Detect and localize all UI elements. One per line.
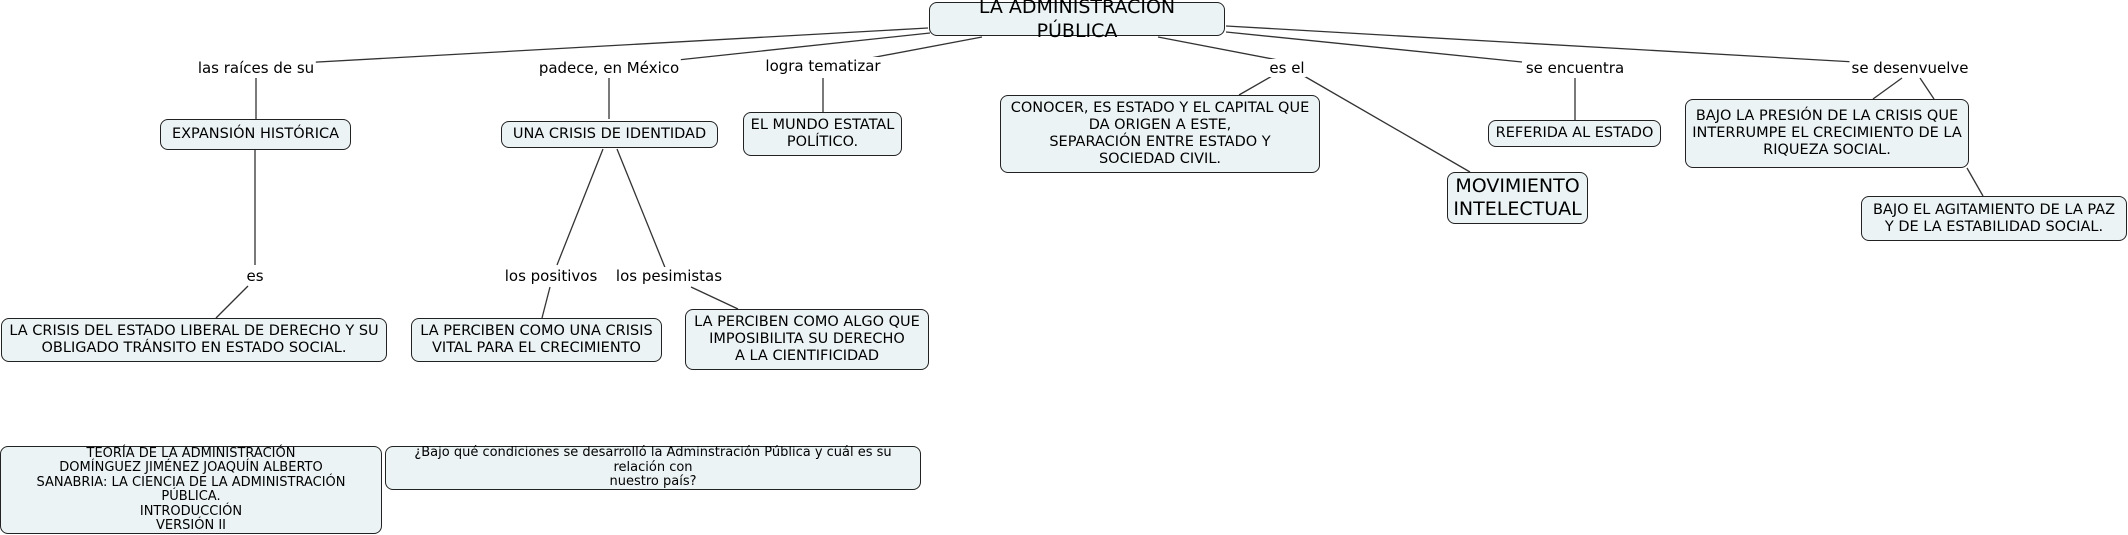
line-se-desenvuelve-presion [1872, 77, 1903, 100]
line-es-el-conocer [1238, 75, 1273, 96]
concept-movimiento-intelectual-text: MOVIMIENTO INTELECTUAL [1453, 175, 1582, 220]
concept-crisis-estado-liberal[interactable]: LA CRISIS DEL ESTADO LIBERAL DE DERECHO … [1, 318, 387, 362]
line-pesimistas-perciben [690, 286, 739, 310]
concept-presion-crisis-text: BAJO LA PRESIÓN DE LA CRISIS QUE INTERRU… [1692, 108, 1962, 158]
concept-perciben-crisis-vital[interactable]: LA PERCIBEN COMO UNA CRISIS VITAL PARA E… [411, 318, 662, 362]
line-es-crisis-estado [215, 285, 249, 319]
link-label-es-el: es el [1267, 59, 1307, 77]
link-label-se-desenvuelve: se desenvuelve [1849, 59, 1971, 77]
line-root-es-el [1157, 36, 1279, 61]
line-root-se-encuentra [1225, 31, 1523, 63]
concept-conocer-estado[interactable]: CONOCER, ES ESTADO Y EL CAPITAL QUE DA O… [1000, 95, 1320, 173]
reference-note[interactable]: TEORÍA DE LA ADMINISTRACIÓN DOMÍNGUEZ JI… [0, 446, 382, 534]
question-note-text: ¿Bajo qué condiciones se desarrolló la A… [414, 445, 892, 490]
line-se-desenvuelve-presion-2 [1919, 77, 1935, 100]
link-label-es: es [244, 267, 266, 285]
concept-expansion-historica-text: EXPANSIÓN HISTÓRICA [171, 126, 340, 142]
concept-crisis-identidad[interactable]: UNA CRISIS DE IDENTIDAD [501, 121, 718, 148]
concept-perciben-crisis-vital-text: LA PERCIBEN COMO UNA CRISIS VITAL PARA E… [420, 323, 653, 356]
concept-crisis-estado-liberal-text: LA CRISIS DEL ESTADO LIBERAL DE DERECHO … [9, 323, 379, 356]
concept-perciben-imposibilita-text: LA PERCIBEN COMO ALGO QUE IMPOSIBILITA S… [694, 314, 920, 364]
link-label-raices: las raíces de su [195, 59, 317, 77]
link-label-padece: padece, en México [536, 59, 682, 77]
line-root-se-desenvuelve [1225, 25, 1856, 63]
line-root-logra [859, 36, 983, 61]
concept-movimiento-intelectual[interactable]: MOVIMIENTO INTELECTUAL [1447, 172, 1588, 224]
reference-note-text: TEORÍA DE LA ADMINISTRACIÓN DOMÍNGUEZ JI… [36, 445, 346, 533]
main-concept-title[interactable]: LA ADMINISTRACIÓN PÚBLICA [929, 0, 1225, 42]
concept-crisis-identidad-text: UNA CRISIS DE IDENTIDAD [512, 126, 707, 142]
main-concept-title-text: LA ADMINISTRACIÓN PÚBLICA [978, 0, 1176, 42]
concept-referida-estado[interactable]: REFERIDA AL ESTADO [1488, 120, 1661, 147]
line-es-el-movimiento [1303, 75, 1471, 173]
link-label-logra: logra tematizar [763, 57, 883, 75]
concept-mundo-estatal-text: EL MUNDO ESTATAL POLÍTICO. [750, 117, 895, 150]
concept-agitamiento-paz-text: BAJO EL AGITAMIENTO DE LA PAZ Y DE LA ES… [1872, 201, 2116, 235]
line-positivos-perciben [541, 286, 551, 319]
question-note[interactable]: ¿Bajo qué condiciones se desarrolló la A… [385, 446, 921, 490]
concept-presion-crisis[interactable]: BAJO LA PRESIÓN DE LA CRISIS QUE INTERRU… [1685, 99, 1969, 168]
line-root-raices [281, 27, 929, 65]
concept-agitamiento-paz[interactable]: BAJO EL AGITAMIENTO DE LA PAZ Y DE LA ES… [1861, 196, 2127, 241]
link-label-pesimistas: los pesimistas [613, 267, 725, 285]
concept-mundo-estatal[interactable]: EL MUNDO ESTATAL POLÍTICO. [743, 112, 902, 156]
concept-conocer-estado-text: CONOCER, ES ESTADO Y EL CAPITAL QUE DA O… [1010, 100, 1310, 167]
line-crisis-pesimistas [616, 148, 667, 271]
concept-perciben-imposibilita[interactable]: LA PERCIBEN COMO ALGO QUE IMPOSIBILITA S… [685, 309, 929, 370]
line-crisis-positivos [556, 148, 604, 266]
line-root-padece [639, 32, 931, 65]
concept-expansion-historica[interactable]: EXPANSIÓN HISTÓRICA [160, 119, 351, 150]
link-label-positivos: los positivos [502, 267, 600, 285]
link-label-se-encuentra: se encuentra [1523, 59, 1627, 77]
concept-referida-estado-text: REFERIDA AL ESTADO [1495, 125, 1654, 141]
line-presion-agitamiento [1966, 167, 1984, 197]
